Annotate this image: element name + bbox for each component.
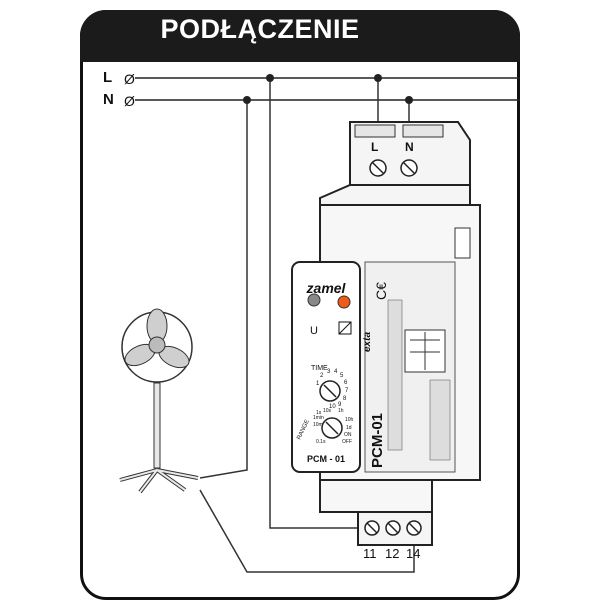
- line-l-label: L: [103, 69, 112, 86]
- svg-text:5: 5: [340, 373, 344, 379]
- svg-text:0.1s: 0.1s: [316, 439, 326, 445]
- line-n-symbol: Ø: [124, 93, 135, 109]
- line-n-label: N: [103, 91, 114, 108]
- line-l-symbol: Ø: [124, 71, 135, 87]
- top-terminal-l-label: L: [371, 140, 378, 154]
- terminal-12-label: 12: [385, 546, 399, 561]
- page-title: PODŁĄCZENIE: [160, 14, 360, 44]
- top-terminal-screw-n: [400, 159, 418, 177]
- relay-icon: [338, 321, 352, 335]
- supply-lines: L N Ø Ø: [103, 69, 520, 109]
- svg-text:10min: 10min: [313, 422, 327, 428]
- bottom-terminal-screw-14: [406, 520, 422, 536]
- u-label: U: [310, 325, 318, 337]
- svg-text:4: 4: [334, 369, 338, 375]
- svg-text:9: 9: [338, 402, 342, 408]
- range-scale: 1s 10s 1min 10min 1h 10h 1d ON OFF 0.1s: [313, 408, 354, 445]
- range-knob[interactable]: [321, 417, 343, 439]
- front-panel: [291, 261, 361, 473]
- svg-text:1h: 1h: [338, 408, 344, 414]
- svg-text:8: 8: [343, 396, 347, 402]
- svg-text:1d: 1d: [346, 425, 352, 431]
- relay-led: [337, 295, 351, 309]
- time-scale: 1 2 3 4 5 6 7 8 9 10: [316, 369, 349, 410]
- power-led: [307, 293, 321, 307]
- svg-text:1s: 1s: [316, 410, 322, 416]
- bottom-terminal-screw-12: [385, 520, 401, 536]
- wire-n-to-fan: [199, 100, 248, 479]
- top-terminal-n-label: N: [405, 140, 414, 154]
- svg-text:6: 6: [344, 380, 348, 386]
- svg-text:ON: ON: [344, 432, 352, 438]
- time-label: TIME: [311, 365, 328, 372]
- svg-text:10h: 10h: [345, 417, 354, 423]
- fan-icon: [119, 308, 199, 494]
- bottom-terminal-screw-11: [364, 520, 380, 536]
- wire-fan-to-14: [199, 489, 415, 573]
- terminal-11-label: 11: [363, 546, 377, 561]
- svg-text:OFF: OFF: [342, 439, 352, 445]
- exta-logo: exta: [362, 332, 373, 352]
- junction-dots: [243, 74, 413, 104]
- svg-text:7: 7: [345, 388, 349, 394]
- svg-text:10s: 10s: [323, 408, 332, 414]
- time-knob[interactable]: [319, 380, 341, 402]
- wire-l-to-11: [269, 78, 372, 529]
- model-label-face: PCM - 01: [307, 454, 345, 464]
- terminal-14-label: 14: [406, 546, 420, 561]
- svg-text:2: 2: [320, 373, 324, 379]
- top-terminal-screw-l: [369, 159, 387, 177]
- svg-text:1min: 1min: [313, 415, 324, 421]
- header-bar: [80, 10, 520, 62]
- ce-mark: C€: [373, 282, 389, 300]
- relay-device: L N zamel U TIME 1 2 3: [291, 121, 481, 561]
- svg-text:1: 1: [316, 381, 320, 387]
- svg-text:10: 10: [329, 404, 336, 410]
- model-label-side: PCM-01: [369, 413, 386, 468]
- brand-logo: zamel: [306, 280, 347, 296]
- svg-text:3: 3: [327, 369, 331, 375]
